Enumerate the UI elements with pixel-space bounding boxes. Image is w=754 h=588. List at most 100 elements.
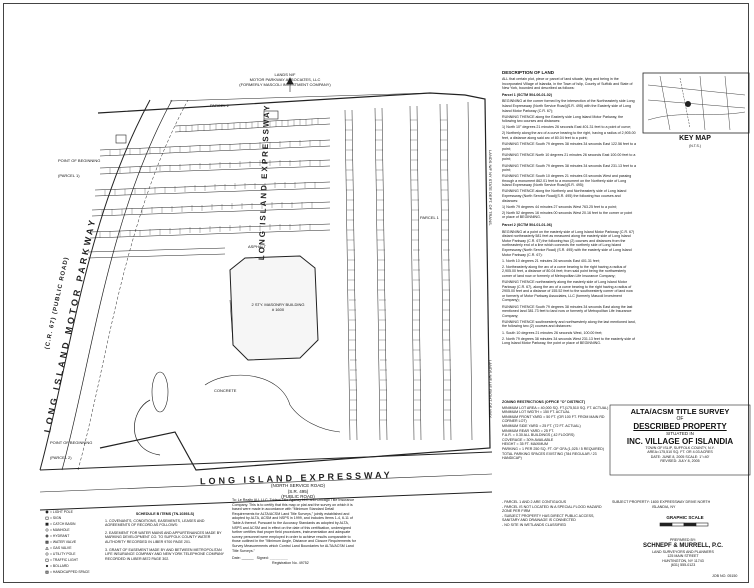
- desc-para-line: RUNNING THENCE South 79 degrees 38 minut…: [502, 142, 636, 151]
- surveyor-line-line: (631) 555-0123: [670, 563, 696, 568]
- legend-item-line: = HANDICAPPED SPACE: [50, 570, 90, 574]
- title-details: TOWN OF ISLIP, SUFFOLK COUNTY, N.Y.AREA=…: [612, 446, 748, 464]
- legend-item-line: = HYDRANT: [50, 534, 70, 538]
- schedule-b-notes: SCHEDULE B ITEMS (TN-10393-S) 1. COVENAN…: [105, 512, 225, 564]
- ramp-curve: [134, 399, 161, 456]
- surveyor-firm: SCHNEPF & MURRELL, P.C.: [643, 542, 723, 549]
- legend-item-line: = GAS VALVE: [50, 546, 72, 550]
- certification-text: To: Le Realty ALL LLC, Trident Title Age…: [232, 498, 356, 553]
- legend-item-line: = CATCH BASIN: [50, 522, 76, 526]
- desc-paras2-line: RUNNING THENCE northeasterly along the e…: [502, 280, 633, 303]
- building-label: 2 STY. MASONRY BUILDING # 1600: [251, 302, 305, 312]
- zoning-item-line: MINIMUM REAR YARD = 25 FT.: [502, 428, 554, 433]
- motor-parkway-edge-2: [61, 99, 173, 471]
- graphic-scale-label: GRAPHIC SCALE: [666, 515, 704, 520]
- desc-para-line: RUNNING THENCE along the Northerly and N…: [502, 189, 627, 203]
- bottom-notes-item-line: - PARCEL IS NOT LOCATED IN A SPECIAL FLO…: [502, 504, 602, 514]
- desc-para-line: RUNNING THENCE along the Easterly side L…: [502, 114, 624, 124]
- bottom-notes-item-line: - PARCEL 1 AND 2 ARE CONTIGUOUS: [502, 500, 567, 504]
- small-structure-2: [263, 110, 279, 120]
- zoning-item-line: F.A.R. = 0.30 ALL BUILDINGS (.42 FLOORS): [502, 433, 575, 438]
- title-line-3: DESCRIBED PROPERTY: [633, 422, 727, 431]
- zoning-title: ZONING RESTRICTIONS (OFFICE "O" DISTRICT…: [502, 400, 586, 404]
- title-detail-line: AREA=175,510 SQ. FT. OR 4.03 ACRES: [647, 450, 713, 455]
- key-map-scale: (N.T.S.): [689, 144, 701, 148]
- legend: = LIGHT POLE= SIGN= CATCH BASIN= MANHOLE…: [50, 509, 110, 575]
- building-wing: [229, 299, 234, 346]
- legend-item-line: = MANHOLE: [50, 528, 70, 532]
- certification-signature: Date: ______ Signed: __________: [232, 556, 288, 561]
- key-map-frame: [642, 72, 750, 134]
- asphalt-label: ASPHALT: [248, 244, 266, 249]
- small-structure-1: [115, 134, 127, 144]
- zoning-item-line: MINIMUM LOT WIDTH = 150 FT. ACTUAL: [502, 410, 570, 415]
- east-lands-label: LANDS N/F NY STATE DEPT. OF TRANS.: [488, 150, 493, 226]
- desc-para-line: 1) North 10° degrees 21 minutes 26 secon…: [502, 125, 632, 130]
- bottom-notes-items: - PARCEL 1 AND 2 ARE CONTIGUOUS- PARCEL …: [502, 500, 612, 528]
- desc-para-line: 1) North 79 degrees 44 minutes 27 second…: [502, 204, 617, 209]
- sheet-border: [3, 3, 749, 583]
- description-title: DESCRIPTION OF LAND: [502, 70, 555, 75]
- expressway-edge-2: [39, 473, 493, 493]
- title-line-5: INC. VILLAGE OF ISLANDIA: [626, 436, 734, 446]
- surveyor-line-line: LAND SURVEYORS AND PLANNERS: [652, 549, 714, 554]
- title-line-4: SITUATED IN: [666, 431, 694, 436]
- legend-item-line: = SIGN: [50, 516, 62, 520]
- stall-hatches: [99, 118, 321, 238]
- desc-para-line: 2) North 52 degrees 16 minutes 00 second…: [502, 210, 633, 220]
- surveyor-line-line: 125 MAIN STREET: [667, 554, 699, 559]
- description-intro: ALL that certain plot, piece or parcel o…: [502, 77, 633, 91]
- bottom-notes-item-line: - NO SITE IN WETLANDS CLASSIFIED: [502, 522, 567, 527]
- zoning-item-line: MINIMUM FRONT YARD = 50 FT. (OR 100 FT. …: [502, 414, 605, 424]
- legend-item-line: = BOLLARD: [50, 564, 69, 568]
- top-owner-label: LANDS N/F MOTOR PARKWAY ASSOCIATES, LLC …: [239, 72, 331, 87]
- service-road-label: (NORTH SERVICE ROAD) (S.R. 495) (PUBLIC …: [270, 483, 326, 499]
- east-lands-label-2: LANDS N/F LIE RIGHT OF WAY: [488, 360, 493, 418]
- key-map-site-marker-icon: [685, 101, 691, 107]
- column-hatches: [345, 119, 451, 421]
- east-row-line: [484, 98, 491, 449]
- title-detail-line: REVISED: JULY 8, 2005: [660, 459, 700, 464]
- drive-curve-2: [289, 404, 341, 433]
- parcel-1-label: PARCEL 1: [420, 215, 439, 220]
- title-line-1: ALTA/ACSM TITLE SURVEY: [630, 407, 730, 416]
- drive-curve: [204, 374, 291, 406]
- description-column: ALL that certain plot, piece or parcel o…: [502, 77, 636, 397]
- key-map-streets: [647, 75, 746, 131]
- desc-para-line: RUNNING THENCE South 10 degrees 21 minut…: [502, 174, 632, 188]
- legend-item-line: = WATER VALVE: [50, 540, 77, 544]
- parcel-2-header: Parcel 2 (SCTM 504-01-01-06): [502, 223, 552, 228]
- title-block-frame: [609, 404, 751, 476]
- zoning-items: MINIMUM LOT AREA = 40,000 SQ. FT.(175,51…: [502, 406, 610, 461]
- job-number: JOB NO. 05150: [712, 574, 738, 578]
- parking-columns: [344, 101, 473, 441]
- desc-paras2-line: BEGINNING at a point on the easterly sid…: [502, 229, 635, 257]
- north-arrow-icon: [286, 77, 294, 92]
- zoning-block: ZONING RESTRICTIONS (OFFICE "O" DISTRICT…: [502, 400, 610, 461]
- title-detail-line: TOWN OF ISLIP, SUFFOLK COUNTY, N.Y.: [645, 445, 715, 450]
- zoning-item-line: MINIMUM LOT AREA = 40,000 SQ. FT.(175,51…: [502, 405, 609, 410]
- surveyor-block: PREPARED BY: SCHNEPF & MURRELL, P.C. LAN…: [628, 538, 738, 568]
- motor-parkway-edge-3: [77, 99, 189, 471]
- zoning-item-line: TOTAL PARKING SPACES EXISTING (784 REGUL…: [502, 451, 597, 461]
- notes-item-line: 1. COVENANTS, CONDITIONS, EASEMENTS, LEA…: [105, 518, 205, 528]
- expressway-edge-3: [39, 491, 493, 511]
- desc-paras2-line: RUNNING THENCE southwesterly and northwe…: [502, 319, 636, 329]
- desc-paras2-line: 1. South 10 degrees 21 minutes 26 second…: [502, 330, 603, 335]
- bottom-notes-item-line: - SUBJECT PROPERTY HAS DIRECT PUBLIC ACC…: [502, 513, 595, 523]
- desc-para-line: RUNNING THENCE South 79 degrees 38 minut…: [502, 163, 636, 173]
- registration-no: Registration No. 49752: [272, 560, 309, 565]
- parcel-1-paragraphs: BEGINNING at the corner formed by the in…: [502, 99, 636, 220]
- parking-rows: [87, 117, 331, 259]
- legend-item-line: = UTILITY POLE: [50, 552, 76, 556]
- concrete-label: CONCRETE: [214, 388, 237, 393]
- notes-item-line: 3. GRANT OF EASEMENT MADE BY AND BETWEEN…: [105, 547, 225, 561]
- desc-paras2-line: RUNNING THENCE South 79 degrees 38 minut…: [502, 304, 633, 318]
- parcel-2-paragraphs: BEGINNING at a point on the easterly sid…: [502, 230, 636, 346]
- title-detail-line: DATE: JUNE 8, 2005 SCALE: 1"=40': [650, 454, 710, 459]
- bottom-notes: - PARCEL 1 AND 2 ARE CONTIGUOUS- PARCEL …: [502, 500, 612, 528]
- traffic-island: [151, 371, 169, 413]
- north-line: [169, 92, 431, 102]
